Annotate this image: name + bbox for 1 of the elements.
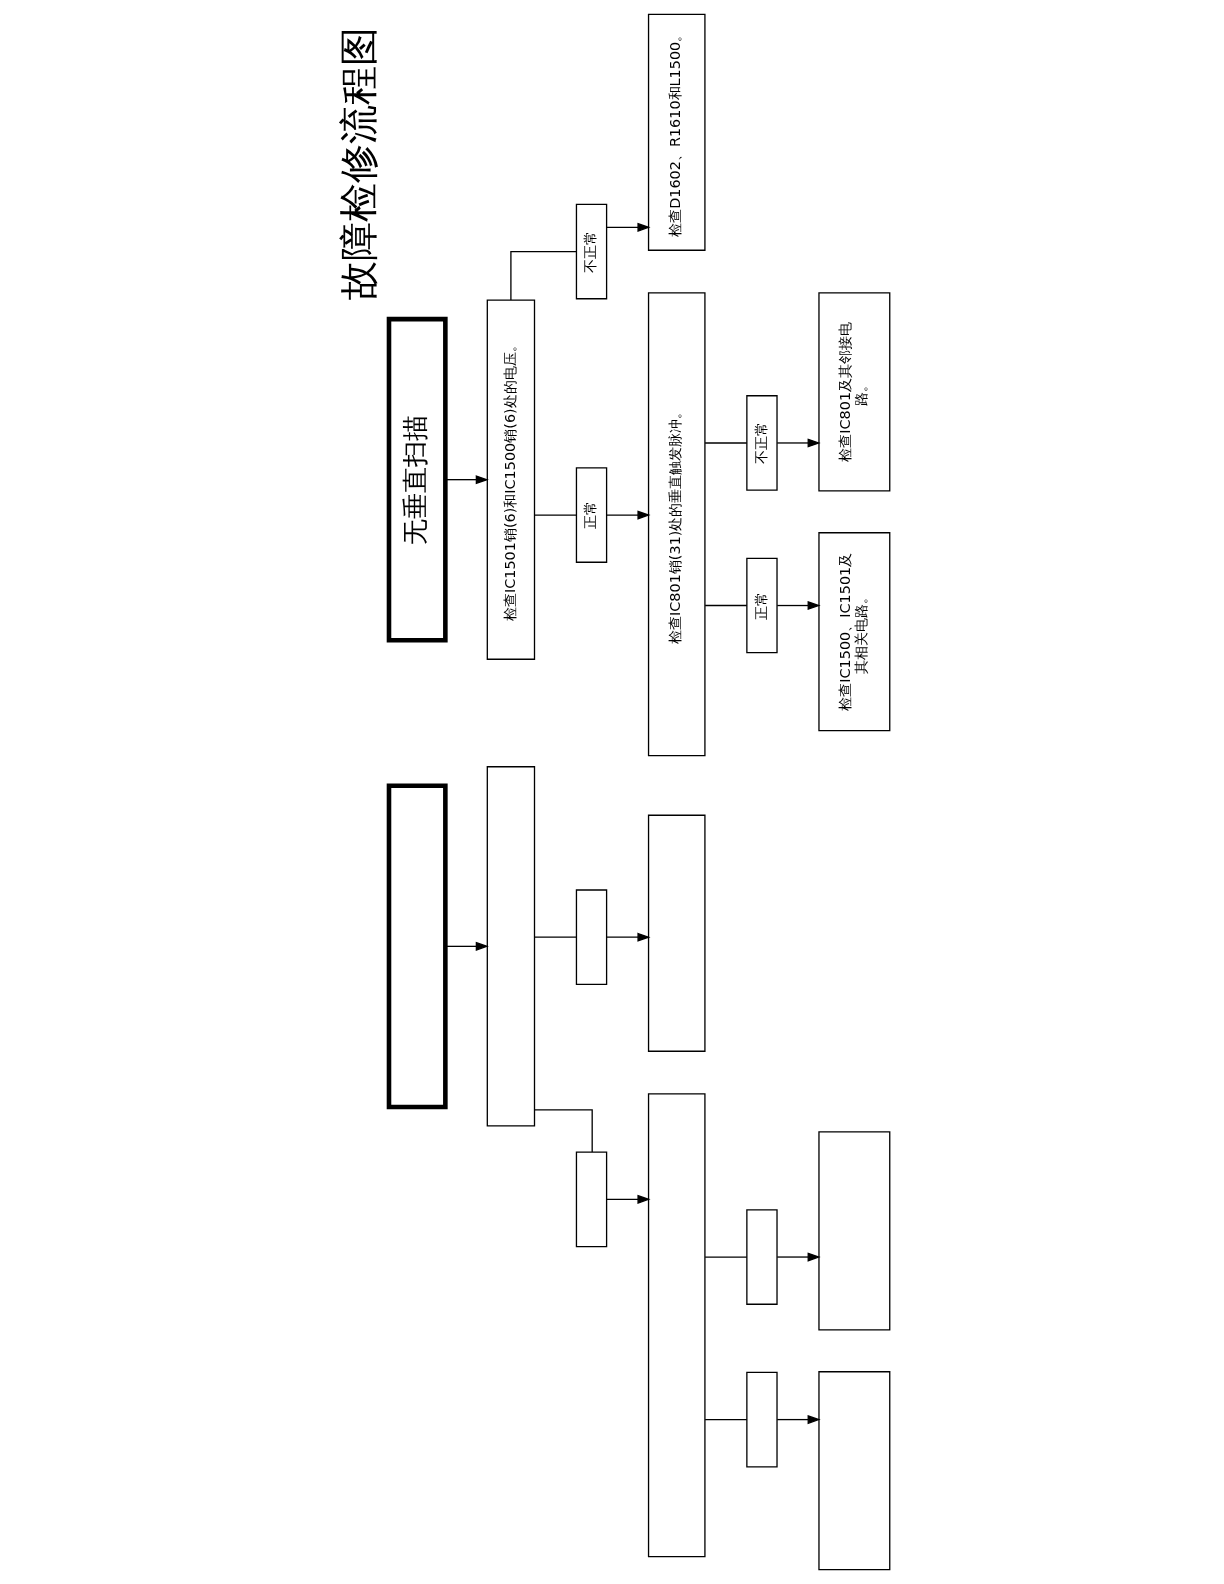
diagram-title: 故障检修流程图 [335,26,381,300]
